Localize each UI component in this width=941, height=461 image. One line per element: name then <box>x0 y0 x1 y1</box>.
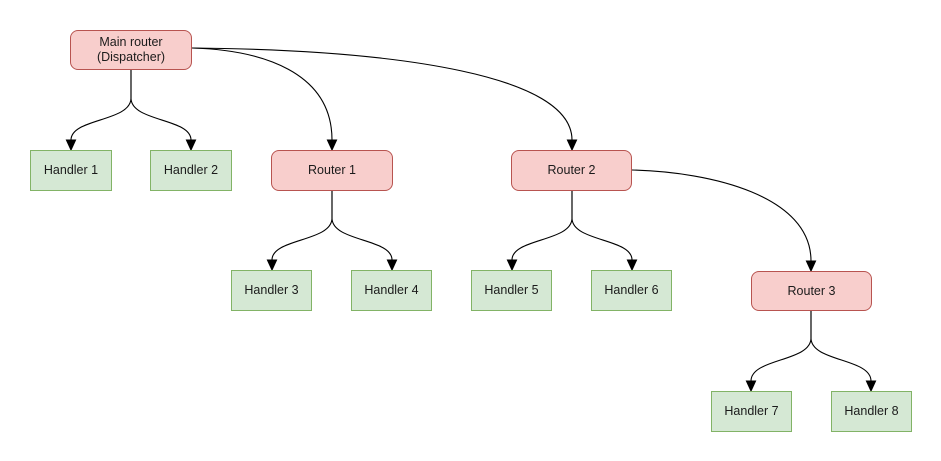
node-handler-7-label: Handler 7 <box>724 404 779 418</box>
edge-router-1-to-handler-4-arrowhead <box>386 259 398 272</box>
node-router-2-label: Router 2 <box>547 163 596 177</box>
node-handler-3[interactable]: Handler 3 <box>231 270 312 311</box>
node-handler-7[interactable]: Handler 7 <box>711 391 792 432</box>
node-router-3-label: Router 3 <box>787 283 836 298</box>
edge-router-3-to-handler-7-arrowhead <box>745 380 757 393</box>
node-handler-2[interactable]: Handler 2 <box>150 150 232 191</box>
node-handler-4-label: Handler 4 <box>364 283 419 297</box>
edge-router-1-to-handler-3 <box>266 190 333 272</box>
node-handler-6-label: Handler 6 <box>604 283 659 297</box>
edge-router-2-to-handler-6 <box>571 190 638 272</box>
edge-router-3-to-handler-7 <box>745 310 812 393</box>
edge-router-1-to-handler-4 <box>331 190 398 272</box>
node-handler-1-label: Handler 1 <box>43 163 99 177</box>
node-router-1[interactable]: Router 1 <box>271 150 393 191</box>
node-router-2[interactable]: Router 2 <box>511 150 632 191</box>
node-handler-1[interactable]: Handler 1 <box>30 150 112 191</box>
edge-router-1-to-handler-3-arrowhead <box>266 259 278 272</box>
node-handler-2-label: Handler 2 <box>163 163 219 177</box>
node-handler-8-label: Handler 8 <box>844 404 899 418</box>
node-handler-5[interactable]: Handler 5 <box>471 270 552 311</box>
edge-main-to-handler-2-arrowhead <box>185 139 197 152</box>
node-handler-3-label: Handler 3 <box>244 283 299 297</box>
node-handler-6[interactable]: Handler 6 <box>591 270 672 311</box>
node-main-router-label: Main router (Dispatcher) <box>96 35 166 64</box>
node-router-3[interactable]: Router 3 <box>751 271 872 311</box>
edge-router-2-to-router-3 <box>631 169 817 273</box>
edge-main-to-router-2 <box>191 47 578 152</box>
edge-main-to-router-2-arrowhead <box>566 139 578 152</box>
node-router-1-label: Router 1 <box>308 163 356 177</box>
edge-router-2-to-handler-5-arrowhead <box>506 259 518 272</box>
edge-main-to-router-1-arrowhead <box>326 139 338 152</box>
edge-router-2-to-handler-5 <box>506 190 573 272</box>
edge-main-to-handler-1-arrowhead <box>65 139 77 152</box>
edge-router-2-to-handler-6-arrowhead <box>626 259 638 272</box>
edge-router-2-to-router-3-arrowhead <box>805 260 817 273</box>
node-handler-8[interactable]: Handler 8 <box>831 391 912 432</box>
node-main-router[interactable]: Main router (Dispatcher) <box>70 30 192 70</box>
node-handler-4[interactable]: Handler 4 <box>351 270 432 311</box>
edge-router-3-to-handler-8-arrowhead <box>865 380 877 393</box>
edge-main-to-handler-2 <box>130 69 197 152</box>
node-handler-5-label: Handler 5 <box>484 283 539 297</box>
edge-main-to-handler-1 <box>65 69 132 152</box>
edge-router-3-to-handler-8 <box>810 310 877 393</box>
edge-main-to-router-1 <box>191 47 338 152</box>
